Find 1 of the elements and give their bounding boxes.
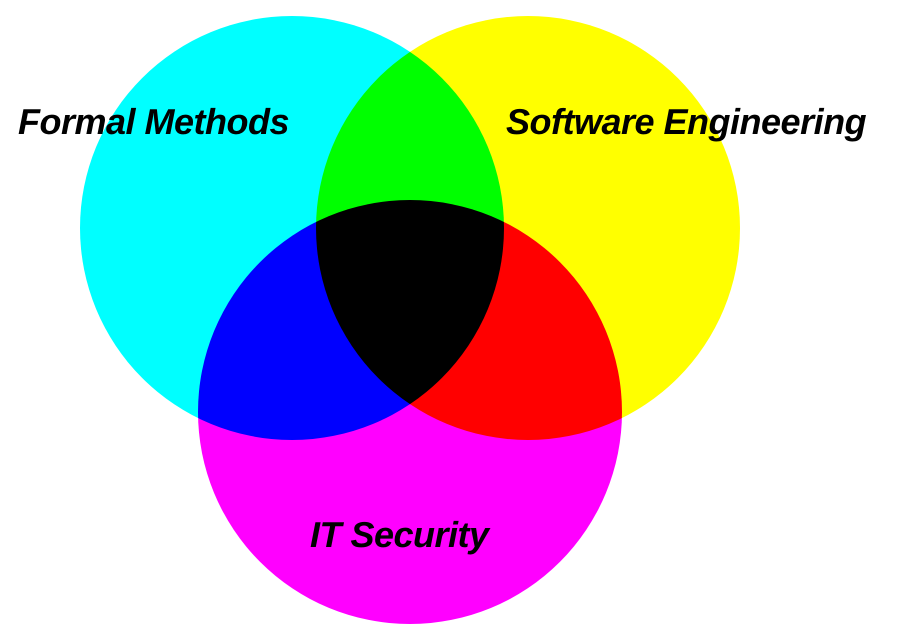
circle-label: IT Security xyxy=(310,517,489,553)
